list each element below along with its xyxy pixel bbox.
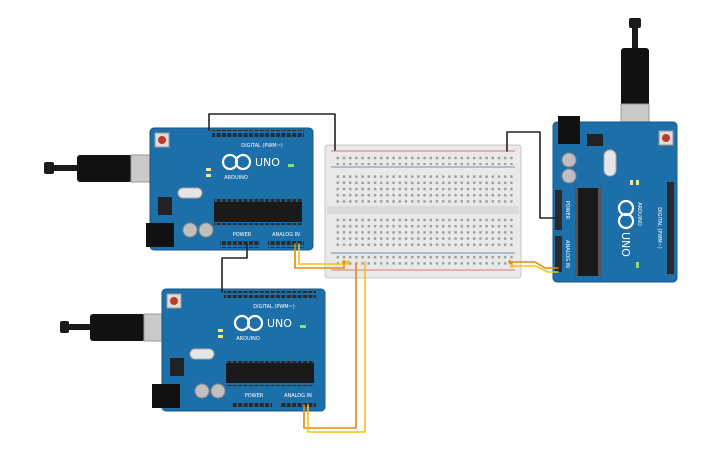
arduino-board-3[interactable]: UNO ARDUINO DIGITAL (PWM~) POWER ANALOG …	[552, 18, 678, 283]
chip-pins-1	[214, 199, 302, 202]
bottom-rail-holes	[333, 255, 513, 267]
usb-cable-end-2	[60, 321, 69, 333]
wire-orange-board1[interactable]	[294, 243, 345, 269]
reset-button-cap-1	[158, 136, 166, 144]
analog-header-3	[555, 236, 562, 272]
uno-label-3: UNO	[619, 232, 632, 257]
power-label-3: POWER	[564, 201, 570, 220]
wire-junction	[342, 260, 346, 264]
arduino-brand-3: ARDUINO	[636, 202, 642, 226]
tx-led-icon	[218, 329, 223, 332]
chip-pins-3	[575, 188, 578, 276]
uno-label-2: UNO	[267, 317, 292, 330]
capacitor-3a	[561, 152, 577, 168]
microcontroller-chip-2	[226, 363, 314, 383]
power-led-icon	[300, 325, 306, 328]
wire-yellow-board3[interactable]	[511, 265, 559, 273]
power-led-icon	[636, 262, 639, 268]
wire-black-board1-to-rail[interactable]	[208, 113, 336, 151]
wire-junction	[346, 260, 350, 264]
chip-pins-2	[226, 383, 314, 386]
usb-cable-end-3	[629, 18, 641, 28]
voltage-regulator-2	[170, 358, 184, 376]
top-rail-holes	[333, 153, 513, 165]
voltage-regulator-3	[587, 134, 603, 146]
capacitor-1a	[182, 222, 198, 238]
power-jack-1	[146, 223, 174, 247]
wire-black-board1-to-board2[interactable]	[221, 243, 248, 293]
chip-pins-2	[226, 360, 314, 363]
chip-pins-3	[598, 188, 601, 276]
digital-header-3	[667, 182, 674, 274]
capacitor-3b	[561, 168, 577, 184]
wire-orange-board2[interactable]	[303, 263, 357, 429]
chip-pins-1	[214, 222, 302, 225]
analog-header-1	[268, 241, 304, 248]
usb-cable-end-1	[44, 162, 54, 174]
rx-led-icon	[636, 180, 639, 185]
power-jack-2	[152, 384, 180, 408]
rx-led-icon	[218, 335, 223, 338]
reset-button-cap-2	[170, 297, 178, 305]
arduino-logo-icon	[246, 314, 264, 332]
breadboard[interactable]	[324, 144, 522, 279]
capacitor-2a	[194, 383, 210, 399]
wire-yellow-board2[interactable]	[307, 261, 366, 433]
arduino-logo-icon	[234, 153, 252, 171]
power-header-1	[220, 241, 260, 248]
terminal-strip-upper	[333, 172, 513, 204]
terminal-strip-lower	[333, 216, 513, 248]
usb-connector-1	[77, 155, 132, 182]
analog-label-3: ANALOG IN	[564, 240, 570, 268]
center-channel	[327, 206, 519, 214]
arduino-brand-2: ARDUINO	[236, 336, 260, 342]
tx-led-icon	[206, 168, 211, 171]
capacitor-2b	[210, 383, 226, 399]
wire-junction	[508, 260, 512, 264]
rx-led-icon	[206, 174, 211, 177]
usb-connector-2	[90, 314, 145, 341]
power-label-2: POWER	[245, 393, 264, 399]
capacitor-1b	[198, 222, 214, 238]
tx-led-icon	[630, 180, 633, 185]
usb-connector-3	[621, 48, 649, 106]
digital-header-1	[212, 130, 304, 137]
wire-junction	[510, 264, 514, 268]
digital-label-2: DIGITAL (PWM~)	[253, 304, 295, 310]
power-label-1: POWER	[233, 232, 252, 238]
power-header-2	[232, 402, 272, 409]
digital-label-1: DIGITAL (PWM~)	[241, 143, 283, 149]
crystal-oscillator-3	[603, 149, 617, 177]
reset-button-cap-3	[662, 134, 670, 142]
arduino-logo-icon	[617, 212, 635, 230]
crystal-oscillator-2	[189, 348, 215, 360]
microcontroller-chip-1	[214, 202, 302, 222]
digital-header-2	[224, 291, 316, 298]
arduino-board-1[interactable]: DIGITAL (PWM~) UNO ARDUINO POWER ANALOG …	[44, 127, 314, 251]
power-led-icon	[288, 164, 294, 167]
arduino-board-2[interactable]: DIGITAL (PWM~) UNO ARDUINO POWER ANALOG …	[60, 288, 326, 412]
wires	[208, 113, 559, 433]
digital-label-3: DIGITAL (PWM~)	[656, 207, 662, 249]
wire-orange-board3[interactable]	[509, 261, 559, 269]
power-header-3	[555, 190, 562, 230]
analog-label-1: ANALOG IN	[272, 232, 300, 238]
analog-header-2	[280, 402, 316, 409]
uno-label-1: UNO	[255, 156, 280, 169]
wire-black-rail-to-board3[interactable]	[506, 131, 558, 219]
analog-label-2: ANALOG IN	[284, 393, 312, 399]
voltage-regulator-1	[158, 197, 172, 215]
power-jack-3	[558, 116, 580, 144]
arduino-brand-1: ARDUINO	[224, 175, 248, 181]
microcontroller-chip-3	[578, 188, 598, 276]
crystal-oscillator-1	[177, 187, 203, 199]
